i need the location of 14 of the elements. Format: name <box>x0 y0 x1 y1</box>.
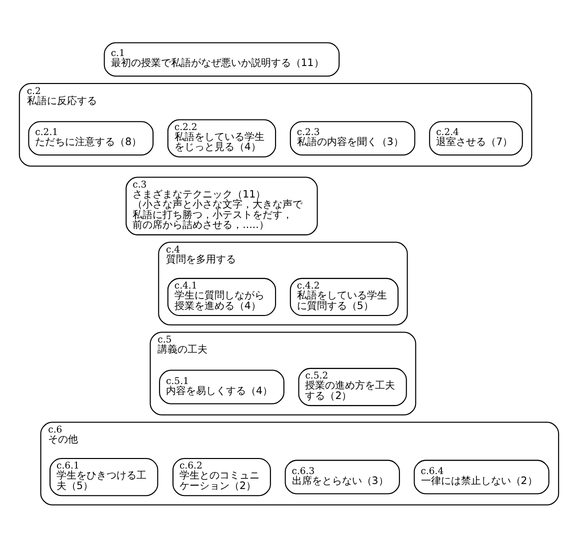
node-box: c.6.2 学生とのコミュニケーション（2） <box>172 458 271 496</box>
node-box: c.6.1 学生をひきつける工夫（5） <box>50 458 158 496</box>
node-box: c.6.3 出席をとらない（3） <box>284 460 400 494</box>
node-box: c.1 最初の授業で私語がなぜ悪いか説明する（11） <box>104 42 340 77</box>
node-box: c.3 さまざまなテクニック（11） （小さな声と小さな文字，大きな声で私語に打ち勝つ，小テストをだす，前の席から詰めさせる，.....） <box>126 176 318 236</box>
node-box: c.2.1 ただちに注意する（8） <box>28 121 154 156</box>
node-box: c.4.1 学生に質問しながら授業を進める（4） <box>167 278 276 316</box>
node-box: c.2.4 退室させる（7） <box>429 121 523 156</box>
node-box: c.6.4 一律には禁止しない（2） <box>414 460 550 494</box>
node-box: c.4.2 私語をしている学生に質問する（5） <box>290 278 399 316</box>
node-box: c.5.1 内容を易しくする（4） <box>159 370 284 404</box>
node-box: c.2.3 私語の内容を聞く（3） <box>290 121 416 156</box>
node-box: c.5.2 授業の進め方を工夫する（2） <box>298 368 407 406</box>
node-box: c.2.2 私語をしている学生をじっと見る（4） <box>167 119 276 158</box>
